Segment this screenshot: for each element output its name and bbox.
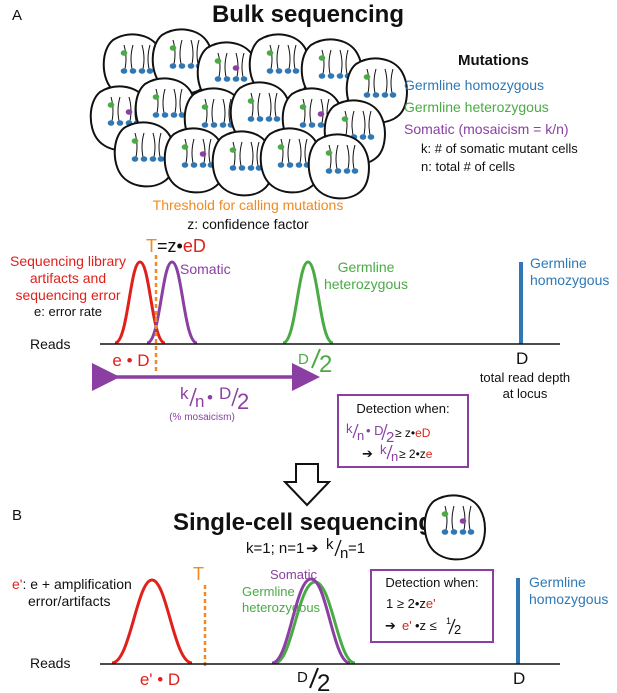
error-distribution-curve-b [111,578,193,665]
eprimeD-tick-label: e' • D [140,670,180,689]
eprime-definition-line2: error/artifacts [28,593,110,609]
artifact-label-line3: sequencing error [15,287,120,303]
svg-text:≥ 2•ze: ≥ 2•ze [399,447,433,461]
svg-text:k: k [326,536,334,553]
homozygous-label-b-line2: homozygous [529,591,608,607]
eD-tick-label: e • D [112,351,149,370]
detection-title-a: Detection when: [356,401,449,416]
panel-b-title: Single-cell sequencing [173,509,433,536]
detection-inequality-a1: k n • D 2 ≥ z•eD [346,421,431,446]
homozygous-label-line2: homozygous [530,272,609,288]
panel-b-letter: B [12,507,22,524]
svg-text:n: n [357,428,364,443]
half-depth-numerator-b: D [297,669,308,686]
legend-n-definition: n: total # of cells [421,159,515,174]
svg-text:2: 2 [454,622,461,637]
svg-text:k: k [180,384,189,403]
detection-box-b [370,569,494,643]
cell-cluster-icon [91,28,408,200]
legend-somatic: Somatic (mosaicism = k/n) [404,121,569,137]
error-rate-label: e: error rate [34,304,102,319]
svg-text:➔: ➔ [306,540,319,557]
svg-text:n: n [391,449,398,464]
svg-text:≥ z•eD: ≥ z•eD [395,426,431,440]
svg-text:D: D [219,384,231,403]
mosaicism-formula: k n • D 2 [180,384,249,414]
homozygous-label-line1: Germline [530,255,587,271]
svg-text:k: k [380,442,387,457]
detection-inequality-b1: 1 ≥ 2•ze' [386,596,436,611]
artifact-label-line1: Sequencing library [10,253,126,269]
svg-text:n: n [195,392,204,411]
threshold-formula: T=z•eD [146,236,206,256]
panel-a-title: Bulk sequencing [212,1,404,28]
svg-text:k=1; n=1: k=1; n=1 [246,540,304,557]
svg-text:➔: ➔ [362,446,373,461]
legend-title: Mutations [458,52,529,69]
legend-heterozygous: Germline heterozygous [404,99,549,115]
legend-homozygous: Germline homozygous [404,77,544,93]
half-depth-denominator-b: 2 [317,670,330,693]
error-distribution-curve [114,260,166,345]
heterozygous-label-line2: heterozygous [324,276,408,292]
artifact-label-line2: artifacts and [30,270,106,286]
homozygous-label-b-line1: Germline [529,574,586,590]
svg-text:•: • [207,388,213,407]
threshold-title: Threshold for calling mutations [153,197,344,213]
threshold-z-definition: z: confidence factor [187,216,309,232]
svg-text:n: n [340,545,348,562]
svg-text:• D: • D [366,423,384,438]
heterozygous-label-line1: Germline [338,259,395,275]
svg-text:2: 2 [386,429,394,446]
depth-description-line1: total read depth [480,370,570,385]
detection-title-b: Detection when: [385,575,478,590]
half-depth-slash-b [309,667,319,689]
heterozygous-label-b-line2: heterozygous [242,600,321,615]
svg-text:k: k [346,421,353,436]
depth-tick-label: D [516,349,528,368]
svg-text:➔: ➔ [385,618,396,633]
somatic-label-b: Somatic [270,567,317,582]
detection-box-a [337,394,469,468]
depth-description-line2: at locus [503,386,548,401]
somatic-distribution-curve-b [271,577,351,665]
heterozygous-distribution-curve [282,260,334,345]
legend-k-definition: k: # of somatic mutant cells [421,141,578,156]
single-cell-icon [425,495,485,559]
svg-text:=1: =1 [348,540,365,557]
depth-tick-label-b: D [513,669,525,688]
svg-text:1: 1 [446,616,451,626]
svg-text:e': e' [402,618,412,633]
panel-a-letter: A [12,7,22,24]
reads-axis-label-b: Reads [30,655,70,671]
detection-inequality-a2: ➔ k n ≥ 2•ze [362,442,433,464]
detection-inequality-b2: ➔ e' •z ≤ 1 2 [385,616,461,637]
svg-text:•z ≤: •z ≤ [415,618,437,633]
panel-b-subtitle: k=1; n=1 ➔ k n =1 [246,536,365,562]
reads-axis-label-a: Reads [30,336,70,352]
half-depth-denominator: 2 [319,351,332,378]
svg-text:2: 2 [237,389,249,414]
somatic-label: Somatic [180,261,231,277]
half-depth-numerator: D [298,351,309,368]
heterozygous-label-b-line1: Germline [242,584,295,599]
down-arrow-icon [282,463,332,507]
mosaicism-percent-label: (% mosaicism) [169,412,235,423]
threshold-label-b: T [193,564,204,584]
eprime-definition-line1: e': e + amplification [12,576,132,592]
